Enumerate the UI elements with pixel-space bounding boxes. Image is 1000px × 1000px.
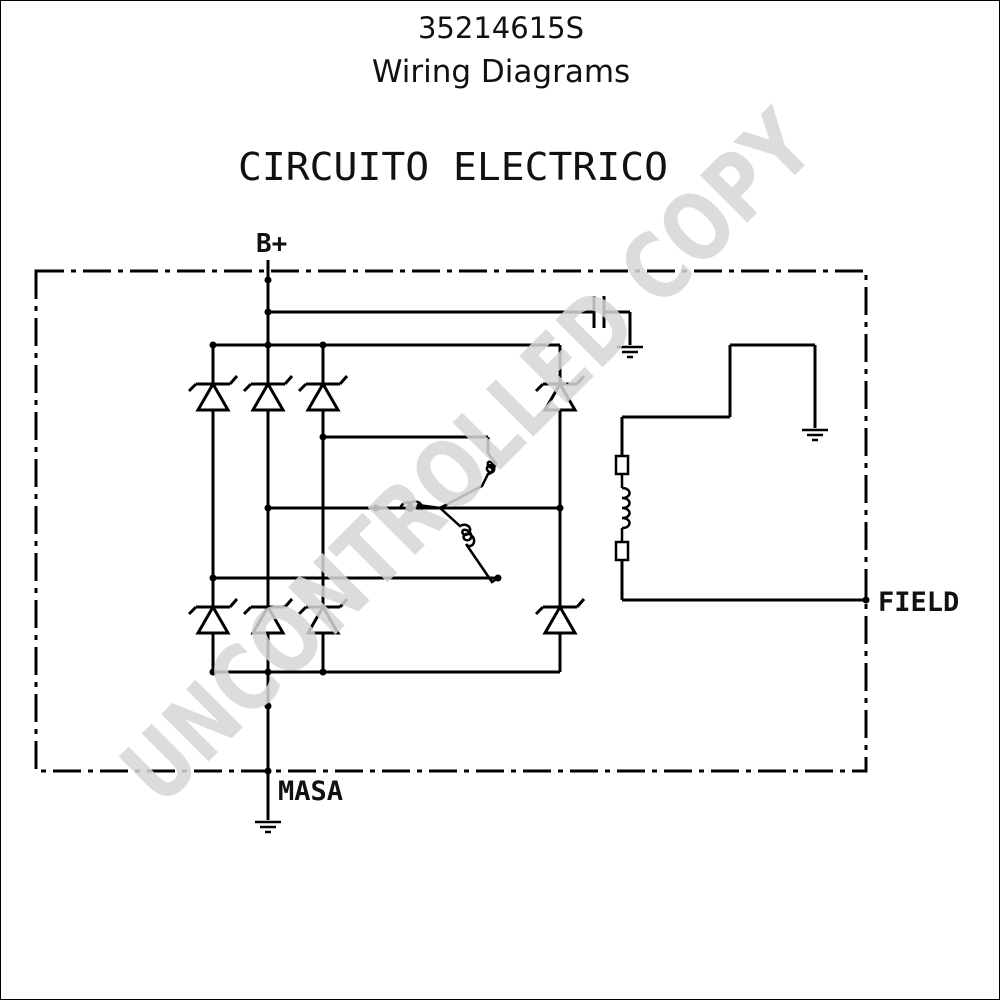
diagram-heading: CIRCUITO ELECTRICO xyxy=(238,145,668,189)
junction-dots xyxy=(209,276,870,775)
masa-label: MASA xyxy=(278,776,343,807)
stator-windings xyxy=(376,452,499,584)
positive-diode-1-icon xyxy=(187,374,239,419)
masa-ground-icon xyxy=(253,820,283,834)
positive-diode-3-icon xyxy=(297,374,349,419)
negative-diode-4-icon xyxy=(534,597,586,642)
regulator-ground-icon xyxy=(800,428,830,442)
document-title: Wiring Diagrams xyxy=(371,54,631,90)
capacitor xyxy=(592,296,606,328)
rotor-field-coil xyxy=(614,454,631,562)
part-number: 35214615S xyxy=(417,11,584,45)
watermark: UNCONTROLLED COPY xyxy=(101,90,835,824)
positive-diode-2-icon xyxy=(242,374,294,419)
b-plus-label: B+ xyxy=(256,229,287,259)
field-label: FIELD xyxy=(878,587,959,618)
alternator-enclosure xyxy=(34,269,868,773)
